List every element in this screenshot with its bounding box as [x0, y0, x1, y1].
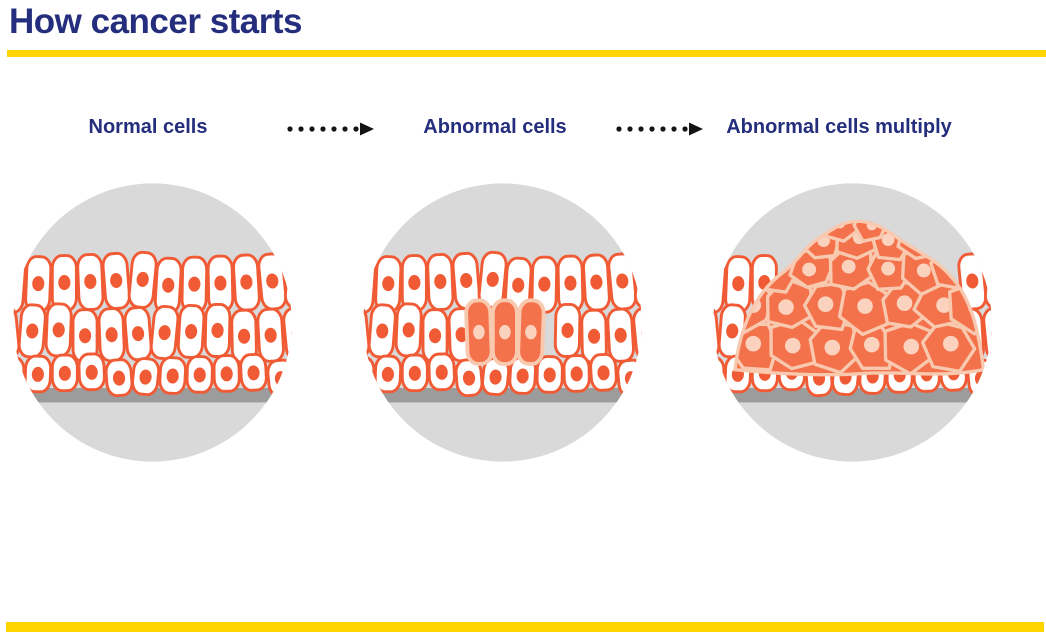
stage-label-abnormal-cells-multiply: Abnormal cells multiply: [726, 116, 952, 138]
dotted-arrow-icon: [287, 122, 374, 136]
page-title: How cancer starts: [9, 2, 303, 41]
figure-abnormal-cells: [363, 183, 642, 462]
figure-normal-cells: [13, 183, 292, 462]
stage-label-normal-cells: Normal cells: [88, 116, 208, 138]
stage-label-abnormal-cells: Abnormal cells: [423, 116, 567, 138]
top-divider: [7, 50, 1046, 57]
figure-abnormal-cells-multiply: [713, 183, 992, 462]
bottom-divider: [6, 622, 1044, 632]
dotted-arrow-icon: [616, 122, 703, 136]
